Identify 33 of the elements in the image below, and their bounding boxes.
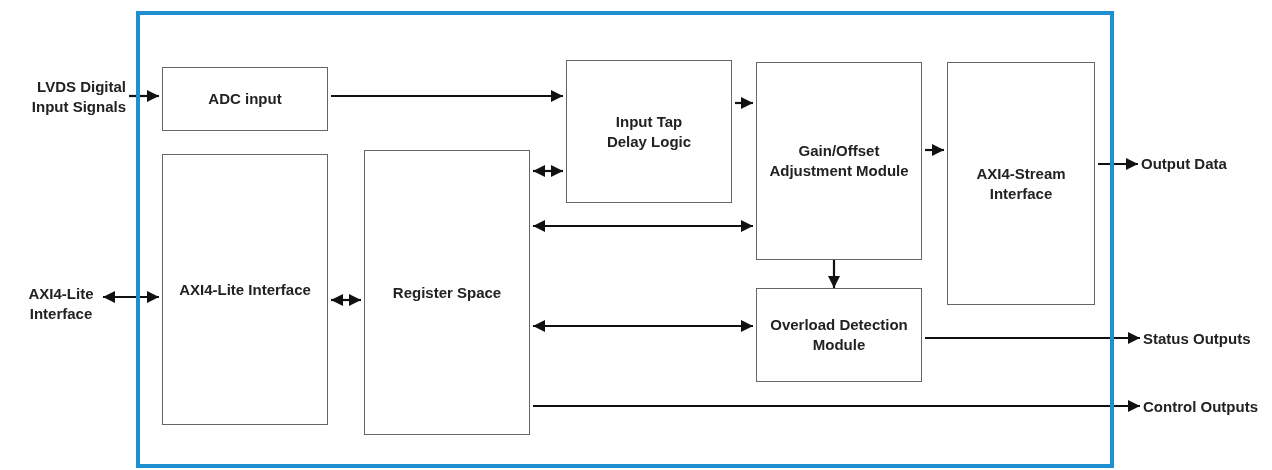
box-label: ADC input xyxy=(208,89,282,109)
box-label: Gain/Offset Adjustment Module xyxy=(768,141,910,181)
arrow xyxy=(828,260,840,288)
box-label: Register Space xyxy=(392,282,502,303)
arrow xyxy=(331,90,563,102)
process-box xyxy=(947,62,1095,305)
process-box xyxy=(162,154,328,425)
arrow xyxy=(533,165,563,177)
signal-label: Output Data xyxy=(1141,154,1227,174)
arrow xyxy=(129,90,159,102)
signal-label: LVDS Digital Input Signals xyxy=(30,77,126,117)
box-label: Overload Detection Module xyxy=(769,315,909,355)
arrow xyxy=(925,144,944,156)
box-label: Input Tap Delay Logic xyxy=(605,111,693,152)
arrow xyxy=(1098,158,1138,170)
arrow xyxy=(533,400,1140,412)
arrow xyxy=(103,291,159,303)
process-box xyxy=(364,150,530,435)
signal-label: AXI4-Lite Interface xyxy=(27,284,95,324)
arrow xyxy=(533,320,753,332)
signal-label: Control Outputs xyxy=(1143,397,1258,417)
arrow xyxy=(533,220,753,232)
box-label: AXI4-Stream Interface xyxy=(975,163,1067,204)
process-box xyxy=(566,60,732,203)
signal-label: Status Outputs xyxy=(1143,329,1251,349)
process-box xyxy=(756,62,922,260)
process-box xyxy=(162,67,328,131)
arrow xyxy=(735,97,753,109)
process-box xyxy=(756,288,922,382)
system-boundary-box xyxy=(136,11,1114,468)
arrow xyxy=(925,332,1140,344)
arrow xyxy=(331,294,361,306)
box-label: AXI4-Lite Interface xyxy=(179,279,311,300)
